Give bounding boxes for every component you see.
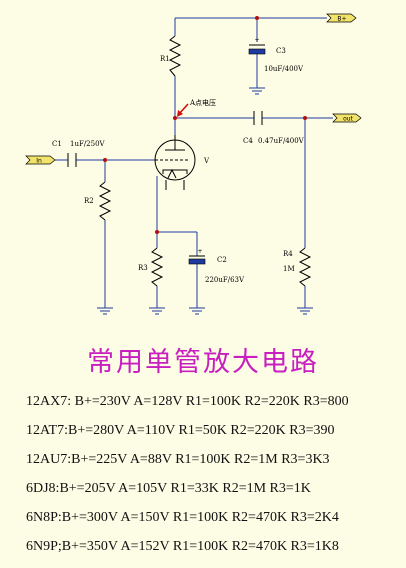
resistor-r3-icon xyxy=(150,247,164,287)
label-r1: R1 xyxy=(160,55,170,63)
label-c1-value: 1uF/250V xyxy=(70,140,106,148)
svg-text:+: + xyxy=(254,37,259,44)
b-plus-port: B+ xyxy=(326,13,357,23)
label-tube: V xyxy=(203,157,210,165)
label-r4-value: 1M xyxy=(283,265,295,273)
output-port: out xyxy=(332,113,362,123)
spec-row: 12AT7:B+=280V A=110V R1=50K R2=220K R3=3… xyxy=(26,423,335,438)
label-r4: R4 xyxy=(283,250,293,258)
label-r3: R3 xyxy=(138,264,148,272)
ground-icon xyxy=(297,307,313,315)
point-a-arrow-icon xyxy=(177,103,189,117)
spec-row: 6N9P;B+=350V A=152V R1=100K R2=470K R3=1… xyxy=(26,539,339,554)
vacuum-tube-icon xyxy=(154,135,196,190)
label-c3-value: 10uF/400V xyxy=(264,65,304,73)
capacitor-c3-icon: + xyxy=(248,37,266,55)
capacitor-c1-icon xyxy=(67,153,77,167)
label-r2: R2 xyxy=(84,197,94,205)
ground-icon xyxy=(189,307,205,315)
capacitor-c2-icon: + xyxy=(188,248,206,265)
label-c4-value: 0.47uF/400V xyxy=(258,137,305,145)
input-port-label: In xyxy=(36,158,42,165)
resistor-r4-icon xyxy=(298,247,312,287)
resistor-r2-icon xyxy=(98,181,112,221)
resistor-r1-icon xyxy=(168,35,182,77)
input-port: In xyxy=(25,155,56,165)
ground-icon xyxy=(149,307,165,315)
page-title: 常用单管放大电路 xyxy=(87,347,319,378)
svg-text:+: + xyxy=(197,248,202,255)
label-c1: C1 xyxy=(52,140,62,148)
capacitor-c4-icon xyxy=(253,111,263,125)
label-c2-value: 220uF/63V xyxy=(205,276,245,284)
label-c4: C4 xyxy=(243,137,253,145)
label-c3: C3 xyxy=(276,47,286,55)
ground-icon xyxy=(97,307,113,315)
output-port-label: out xyxy=(343,116,353,123)
junction-dots xyxy=(103,16,307,234)
b-plus-port-label: B+ xyxy=(337,16,346,23)
spec-row: 6N8P:B+=300V A=150V R1=100K R2=470K R3=2… xyxy=(26,510,339,525)
spec-row: 12AX7: B+=230V A=128V R1=100K R2=220K R3… xyxy=(26,394,349,409)
spec-row: 12AU7:B+=225V A=88V R1=100K R2=1M R3=3K3 xyxy=(26,452,330,467)
circuit-schematic: + + In B+ out xyxy=(25,13,362,315)
label-point-a: A点电压 xyxy=(189,98,216,107)
wires xyxy=(54,17,333,308)
spec-row: 6DJ8:B+=205V A=105V R1=33K R2=1M R3=1K xyxy=(26,481,311,496)
ground-icon xyxy=(249,87,265,95)
tube-spec-list: 12AX7: B+=230V A=128V R1=100K R2=220K R3… xyxy=(26,392,404,566)
label-c2: C2 xyxy=(217,256,227,264)
